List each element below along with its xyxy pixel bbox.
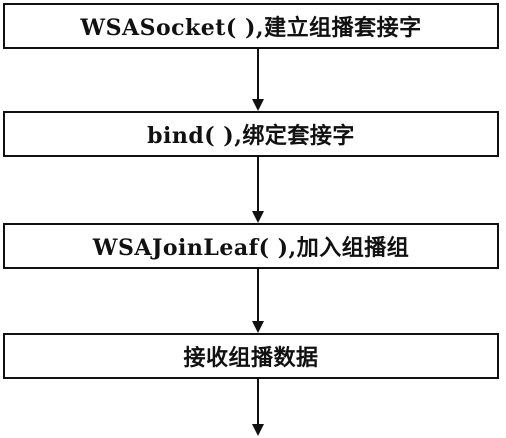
step-box-receive-data: 接收组播数据: [3, 333, 499, 379]
arrowhead-out: [252, 424, 264, 436]
arrowhead-step3: [252, 211, 264, 223]
step-box-bind: bind( ),绑定套接字: [3, 111, 499, 157]
step-label-create-socket: WSASocket( ),建立组播套接字: [80, 15, 422, 41]
step-label-join-group: WSAJoinLeaf( ),加入组播组: [92, 235, 410, 261]
step-label-bind: bind( ),绑定套接字: [147, 123, 355, 149]
step-box-join-group: WSAJoinLeaf( ),加入组播组: [3, 223, 499, 269]
arrowhead-step2: [252, 99, 264, 111]
arrowhead-step4: [252, 321, 264, 333]
step-box-create-socket: WSASocket( ),建立组播套接字: [3, 3, 499, 49]
step-label-receive-data: 接收组播数据: [183, 345, 319, 371]
